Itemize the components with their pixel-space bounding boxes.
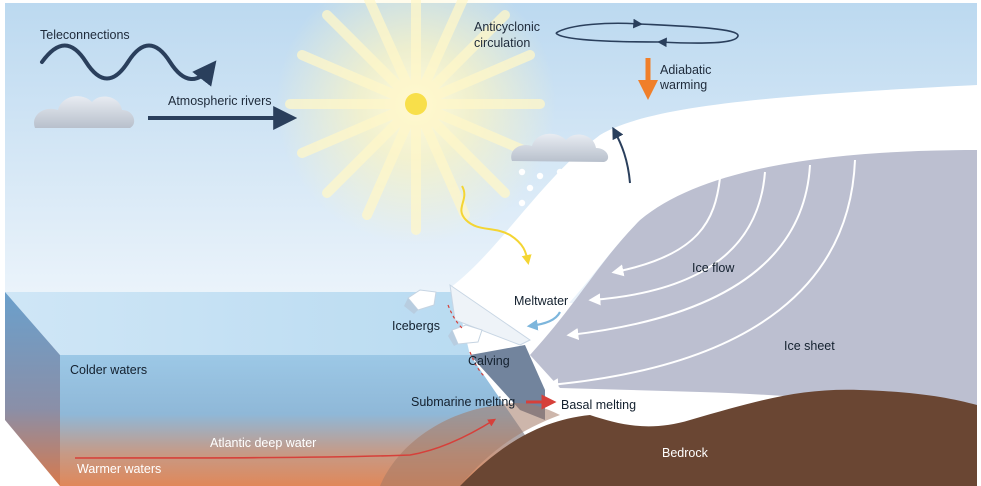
calving-front <box>449 283 531 346</box>
ice-sheet-label: Ice sheet <box>784 339 835 353</box>
calving-label: Calving <box>468 354 510 368</box>
teleconnections-label: Teleconnections <box>40 28 130 42</box>
atlantic-deep-water-label: Atlantic deep water <box>210 436 316 450</box>
bedrock-label: Bedrock <box>662 446 709 460</box>
basal-melting-label: Basal melting <box>561 398 636 412</box>
anticyclonic-label-line1: Anticyclonic <box>474 20 540 34</box>
icebergs-label: Icebergs <box>392 319 440 333</box>
ice-flow-lines <box>546 159 856 391</box>
warmer-waters-label: Warmer waters <box>77 462 161 476</box>
submarine-melting-label: Submarine melting <box>411 395 515 409</box>
cloud-icon <box>511 133 609 162</box>
ice-sheet-body <box>530 150 977 410</box>
ocean-surface <box>5 292 470 355</box>
wave-arrow-icon <box>40 43 217 87</box>
solar-radiation-arrow <box>460 185 532 265</box>
adiabatic-label-line1: Adiabatic <box>660 63 711 77</box>
ice-flow-label: Ice flow <box>692 261 735 275</box>
ocean-side-face <box>5 292 60 486</box>
rising-air-arrow <box>612 126 631 184</box>
meltwater-label: Meltwater <box>514 294 568 308</box>
atlantic-deep-water-arrow <box>74 418 497 459</box>
iceberg-icon <box>404 289 437 314</box>
atmospheric-rivers-label: Atmospheric rivers <box>168 94 272 108</box>
cloud-icon <box>34 96 135 128</box>
meltwater-arrow <box>526 311 561 331</box>
calving-dashed-lines <box>447 304 485 377</box>
anticyclonic-label-line2: circulation <box>474 36 530 50</box>
adiabatic-label-line2: warming <box>659 78 707 92</box>
sun-icon <box>276 0 556 244</box>
colder-waters-label: Colder waters <box>70 363 147 377</box>
iceberg-icon <box>448 324 483 346</box>
bedrock-shadow <box>380 403 560 486</box>
anticyclonic-circulation-arrow <box>555 18 739 48</box>
snowflake-dots-icon <box>518 168 600 224</box>
ice-sheet-top <box>450 85 977 340</box>
bedrock <box>460 389 977 486</box>
